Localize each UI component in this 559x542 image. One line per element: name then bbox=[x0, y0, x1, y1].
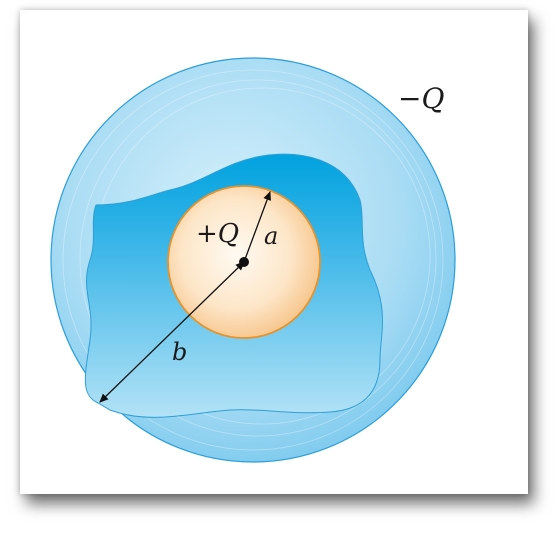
inner-charge-label: +Q bbox=[196, 219, 239, 249]
radius-a-label: a bbox=[264, 222, 278, 250]
outer-charge-label: −Q bbox=[398, 82, 444, 115]
radius-b-label: b bbox=[172, 338, 187, 366]
center-point bbox=[239, 257, 249, 267]
radius-a-arrow bbox=[243, 191, 271, 263]
radius-b-arrow bbox=[99, 261, 245, 403]
